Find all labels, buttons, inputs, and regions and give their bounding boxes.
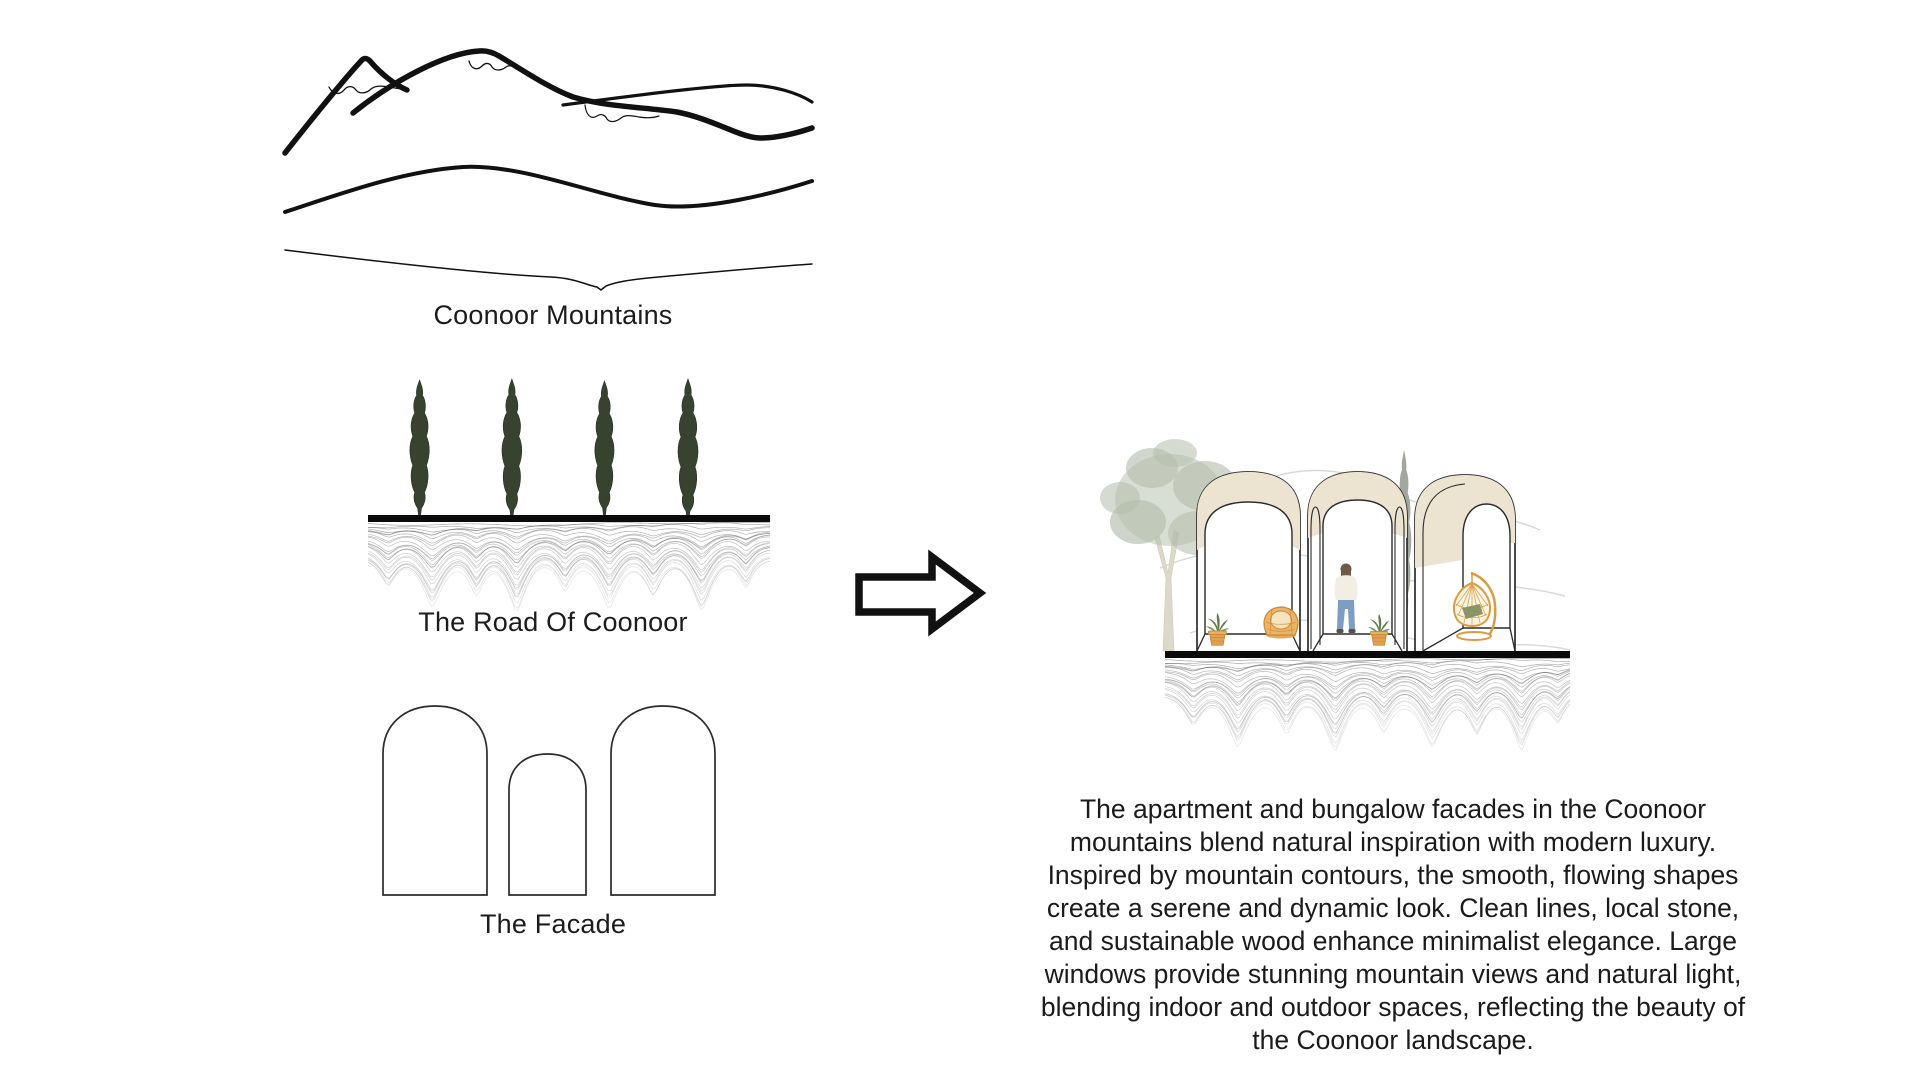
terrain-contour-band <box>367 522 771 611</box>
result-panel <box>1100 438 1620 768</box>
road-panel <box>367 375 771 615</box>
ground-line <box>1165 651 1570 658</box>
facade-panel <box>381 702 717 898</box>
coonoor-mountains-drawing <box>282 48 815 291</box>
road-line <box>368 515 770 522</box>
facade-drawing <box>382 705 716 896</box>
pavilion-arch-2 <box>1307 471 1408 652</box>
arrow-right-icon <box>855 549 987 637</box>
transform-arrow <box>852 549 988 638</box>
cypress-tree-row <box>409 378 699 520</box>
vault-ceiling <box>1197 472 1300 550</box>
vault-ceiling <box>1308 472 1407 538</box>
facade-label: The Facade <box>479 909 627 939</box>
facade-render-illustration <box>1100 439 1571 751</box>
vault-ceiling <box>1415 475 1515 568</box>
hanging-egg-chair <box>1452 571 1497 641</box>
wicker-chair <box>1263 606 1299 639</box>
facade-arch-middle <box>508 753 587 896</box>
result-description: The apartment and bungalow facades in th… <box>1040 793 1746 1055</box>
pavilion-arch-1 <box>1196 471 1301 652</box>
facade-arch-left <box>382 705 488 896</box>
mountains-panel <box>282 45 823 295</box>
road-of-coonoor-drawing <box>367 378 771 611</box>
facade-arch-right <box>610 705 716 896</box>
mountains-label: Coonoor Mountains <box>433 300 673 330</box>
road-label: The Road Of Coonoor <box>418 607 688 637</box>
terrain-contour-band <box>1164 658 1571 751</box>
person-figure <box>1334 563 1358 633</box>
